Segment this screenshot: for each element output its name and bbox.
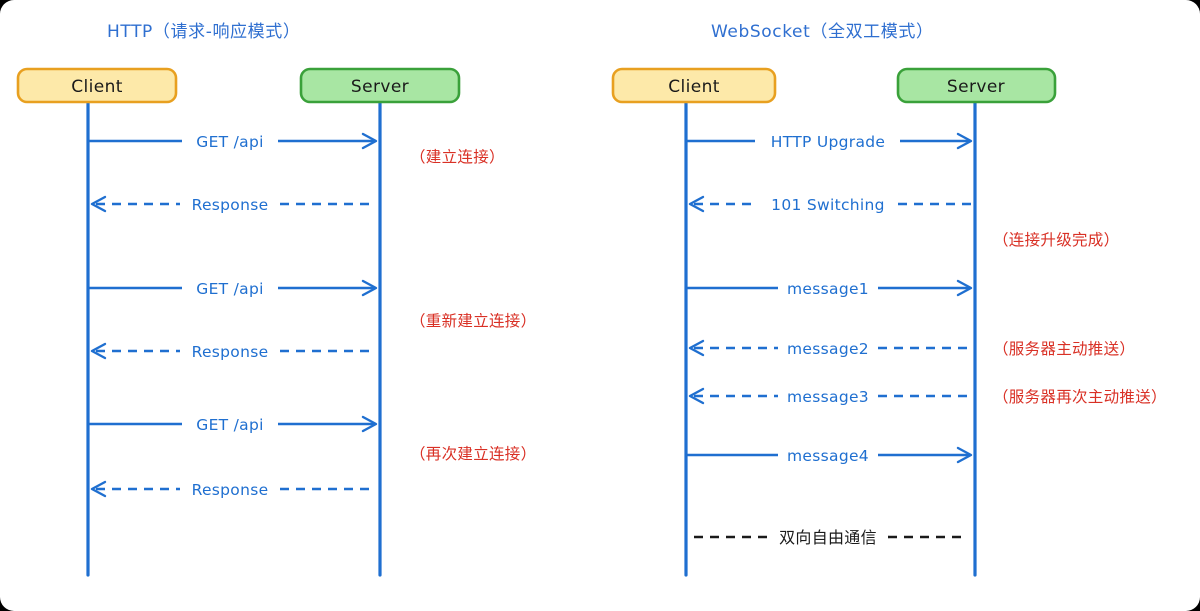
message-label: GET /api <box>196 133 263 151</box>
message-ws-2: message1 <box>686 279 973 298</box>
arrow-head-right-icon <box>361 415 378 433</box>
arrow-head-right-icon <box>361 132 378 150</box>
message-http-3: Response <box>90 342 375 361</box>
arrow-head-left-icon <box>688 387 705 405</box>
arrow-head-left-icon <box>688 195 705 213</box>
participant-client-websocket[interactable]: Client <box>611 67 777 104</box>
participant-label-server-websocket: Server <box>947 77 1005 97</box>
message-ws-3: message2 <box>688 339 971 358</box>
message-http-4: GET /api <box>88 415 378 434</box>
message-label: Response <box>192 196 269 214</box>
participant-client-http[interactable]: Client <box>16 67 178 104</box>
note-ws-2: （服务器再次主动推送） <box>993 388 1167 406</box>
note-http-0: （建立连接） <box>410 148 505 166</box>
participant-label-client-http: Client <box>71 77 123 97</box>
message-http-5: Response <box>90 480 375 499</box>
divider-label: 双向自由通信 <box>779 528 877 547</box>
arrow-head-right-icon <box>956 132 973 150</box>
arrow-head-left-icon <box>90 480 107 498</box>
message-label: Response <box>192 343 269 361</box>
message-http-2: GET /api <box>88 279 378 298</box>
participant-box-server-websocket[interactable] <box>896 67 1057 104</box>
message-label: message4 <box>787 447 869 465</box>
arrow-head-left-icon <box>688 339 705 357</box>
message-http-0: GET /api <box>88 132 378 151</box>
participant-box-client-websocket[interactable] <box>611 67 777 104</box>
participant-server-http[interactable]: Server <box>299 67 461 104</box>
participant-label-server-http: Server <box>351 77 409 97</box>
diagram-title-websocket: WebSocket（全双工模式） <box>711 22 934 42</box>
arrow-head-right-icon <box>956 446 973 464</box>
diagram-websocket: WebSocket（全双工模式） Client Server HTTP Upgr… <box>611 22 1167 577</box>
message-ws-5: message4 <box>686 446 973 465</box>
message-label: message1 <box>787 280 869 298</box>
participant-box-server-http[interactable] <box>299 67 461 104</box>
note-ws-0: （连接升级完成） <box>993 231 1119 249</box>
participant-box-client-http[interactable] <box>16 67 178 104</box>
arrow-head-left-icon <box>90 342 107 360</box>
participant-label-client-websocket: Client <box>668 77 720 97</box>
message-label: HTTP Upgrade <box>771 133 885 151</box>
note-ws-1: （服务器主动推送） <box>993 340 1135 358</box>
note-http-2: （再次建立连接） <box>410 445 536 463</box>
arrow-head-right-icon <box>361 279 378 297</box>
message-label: GET /api <box>196 416 263 434</box>
message-ws-0: HTTP Upgrade <box>686 132 973 151</box>
diagram-title-http: HTTP（请求-响应模式） <box>107 22 300 42</box>
divider-ws-0: 双向自由通信 <box>694 528 962 547</box>
message-label: 101 Switching <box>771 196 885 214</box>
message-label: message3 <box>787 388 869 406</box>
note-http-1: （重新建立连接） <box>410 312 536 330</box>
message-http-1: Response <box>90 195 375 214</box>
message-label: message2 <box>787 340 869 358</box>
participant-server-websocket[interactable]: Server <box>896 67 1057 104</box>
arrow-head-right-icon <box>956 279 973 297</box>
diagram-http: HTTP（请求-响应模式） Client Server GET /api <box>16 22 536 577</box>
message-ws-1: 101 Switching <box>688 195 971 214</box>
message-label: GET /api <box>196 280 263 298</box>
message-ws-4: message3 <box>688 387 971 406</box>
arrow-head-left-icon <box>90 195 107 213</box>
message-label: Response <box>192 481 269 499</box>
